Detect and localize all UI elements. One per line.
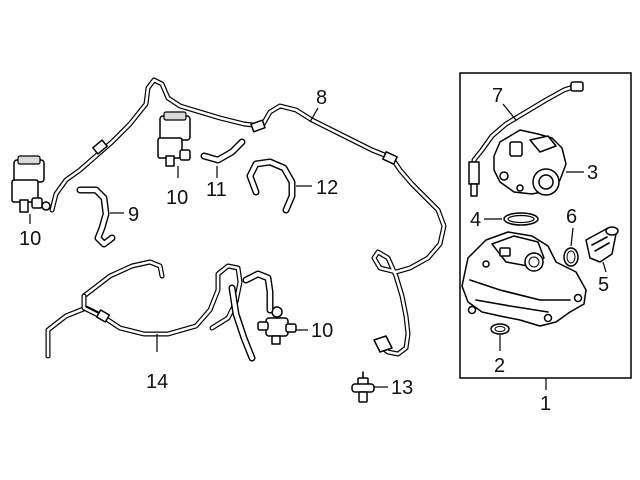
callout-9[interactable]: 9 bbox=[128, 204, 139, 226]
callout-10-left[interactable]: 10 bbox=[19, 228, 41, 250]
hose-12[interactable] bbox=[246, 158, 296, 214]
actuator-3[interactable] bbox=[493, 129, 567, 196]
callout-1[interactable]: 1 bbox=[540, 393, 551, 415]
o-ring-4[interactable] bbox=[503, 212, 539, 226]
vacuum-line-8[interactable] bbox=[49, 77, 447, 357]
callout-13[interactable]: 13 bbox=[391, 377, 413, 399]
sensor-wire-7[interactable] bbox=[468, 81, 584, 197]
hose-assembly-14[interactable] bbox=[45, 259, 274, 362]
callout-10-right[interactable]: 10 bbox=[311, 320, 333, 342]
gasket-2[interactable] bbox=[490, 323, 510, 335]
solenoid-valve-left[interactable] bbox=[11, 155, 51, 213]
callout-10-mid[interactable]: 10 bbox=[166, 187, 188, 209]
boot-5[interactable] bbox=[585, 226, 619, 263]
solenoid-valve-mid[interactable] bbox=[157, 111, 191, 167]
callout-5[interactable]: 5 bbox=[598, 274, 609, 296]
solenoid-valve-right[interactable] bbox=[257, 306, 297, 345]
callout-12[interactable]: 12 bbox=[316, 177, 338, 199]
callout-7[interactable]: 7 bbox=[492, 85, 503, 107]
ring-6[interactable] bbox=[563, 247, 579, 267]
hose-11[interactable] bbox=[200, 138, 246, 164]
callout-14[interactable]: 14 bbox=[146, 371, 168, 393]
hose-9[interactable] bbox=[76, 186, 116, 248]
turbo-housing[interactable] bbox=[461, 231, 587, 327]
callout-4[interactable]: 4 bbox=[470, 209, 481, 231]
callout-6[interactable]: 6 bbox=[566, 206, 577, 228]
assembly-box bbox=[459, 72, 632, 379]
callout-11[interactable]: 11 bbox=[206, 179, 227, 201]
callout-2[interactable]: 2 bbox=[494, 355, 505, 377]
callout-3[interactable]: 3 bbox=[587, 162, 598, 184]
connector-13[interactable] bbox=[351, 371, 375, 403]
callout-8[interactable]: 8 bbox=[316, 87, 327, 109]
